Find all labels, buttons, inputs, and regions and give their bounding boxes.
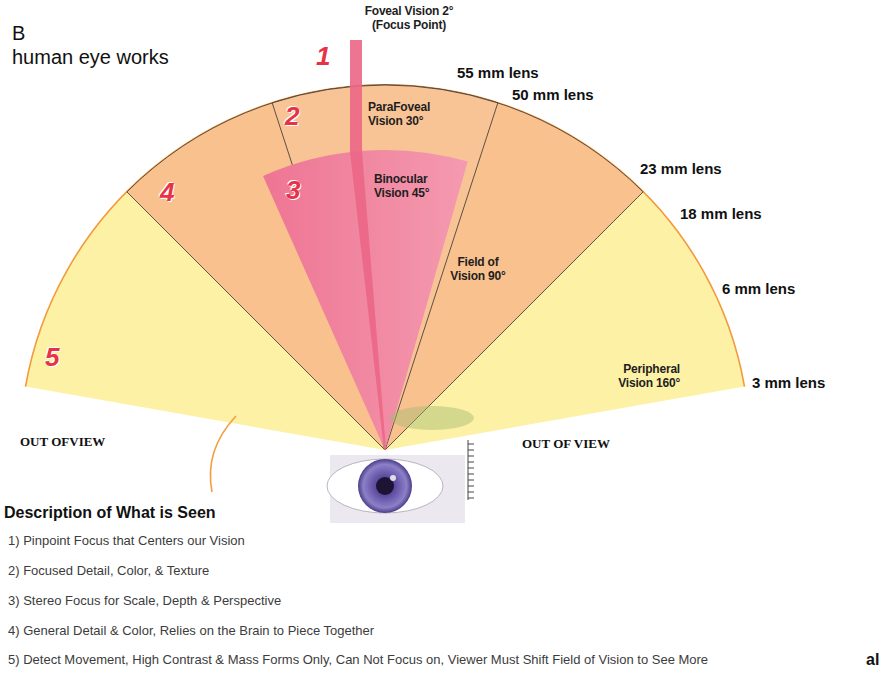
cropped-text: al — [866, 650, 879, 669]
list-item: 1) Pinpoint Focus that Centers our Visio… — [8, 533, 245, 548]
lens-label: 50 mm lens — [512, 86, 594, 103]
callout-number: 5 — [45, 343, 59, 371]
orange-guide-arc — [210, 416, 236, 492]
zone-label: Binocular Vision 45° — [374, 172, 454, 200]
list-item: 4) General Detail & Color, Relies on the… — [8, 623, 374, 638]
zone-label: Field of Vision 90° — [442, 255, 514, 283]
list-item: 3) Stereo Focus for Scale, Depth & Persp… — [8, 593, 281, 608]
field-sector — [127, 85, 643, 450]
lens-label: 3 mm lens — [752, 374, 825, 391]
region-label: OUT OFVIEW — [20, 434, 105, 449]
ruler-ticks — [468, 440, 474, 500]
list-heading: Description of What is Seen — [4, 503, 216, 522]
callout-number: 1 — [316, 42, 330, 70]
background-blur — [390, 406, 474, 430]
heading-text: human eye works — [12, 46, 169, 69]
zone-label: Foveal Vision 2° (Focus Point) — [353, 4, 465, 32]
panel-letter: B — [12, 22, 25, 45]
eye-highlight — [390, 475, 396, 481]
zone-label: Peripheral Vision 160° — [600, 362, 680, 390]
zone-label: ParaFoveal Vision 30° — [368, 100, 448, 128]
region-label: OUT OF VIEW — [522, 436, 610, 451]
callout-number: 2 — [285, 102, 299, 130]
lens-label: 18 mm lens — [680, 205, 762, 222]
callout-number: 4 — [160, 178, 174, 206]
lens-label: 6 mm lens — [722, 280, 795, 297]
eye-sclera — [327, 459, 443, 513]
callout-number: 3 — [286, 176, 300, 204]
peripheral-sector — [26, 85, 745, 450]
list-item: 5) Detect Movement, High Contrast & Mass… — [8, 652, 708, 667]
list-item: 2) Focused Detail, Color, & Texture — [8, 563, 209, 578]
lens-label: 23 mm lens — [640, 160, 722, 177]
eye-iris — [358, 459, 412, 513]
lens-label: 55 mm lens — [457, 64, 539, 81]
